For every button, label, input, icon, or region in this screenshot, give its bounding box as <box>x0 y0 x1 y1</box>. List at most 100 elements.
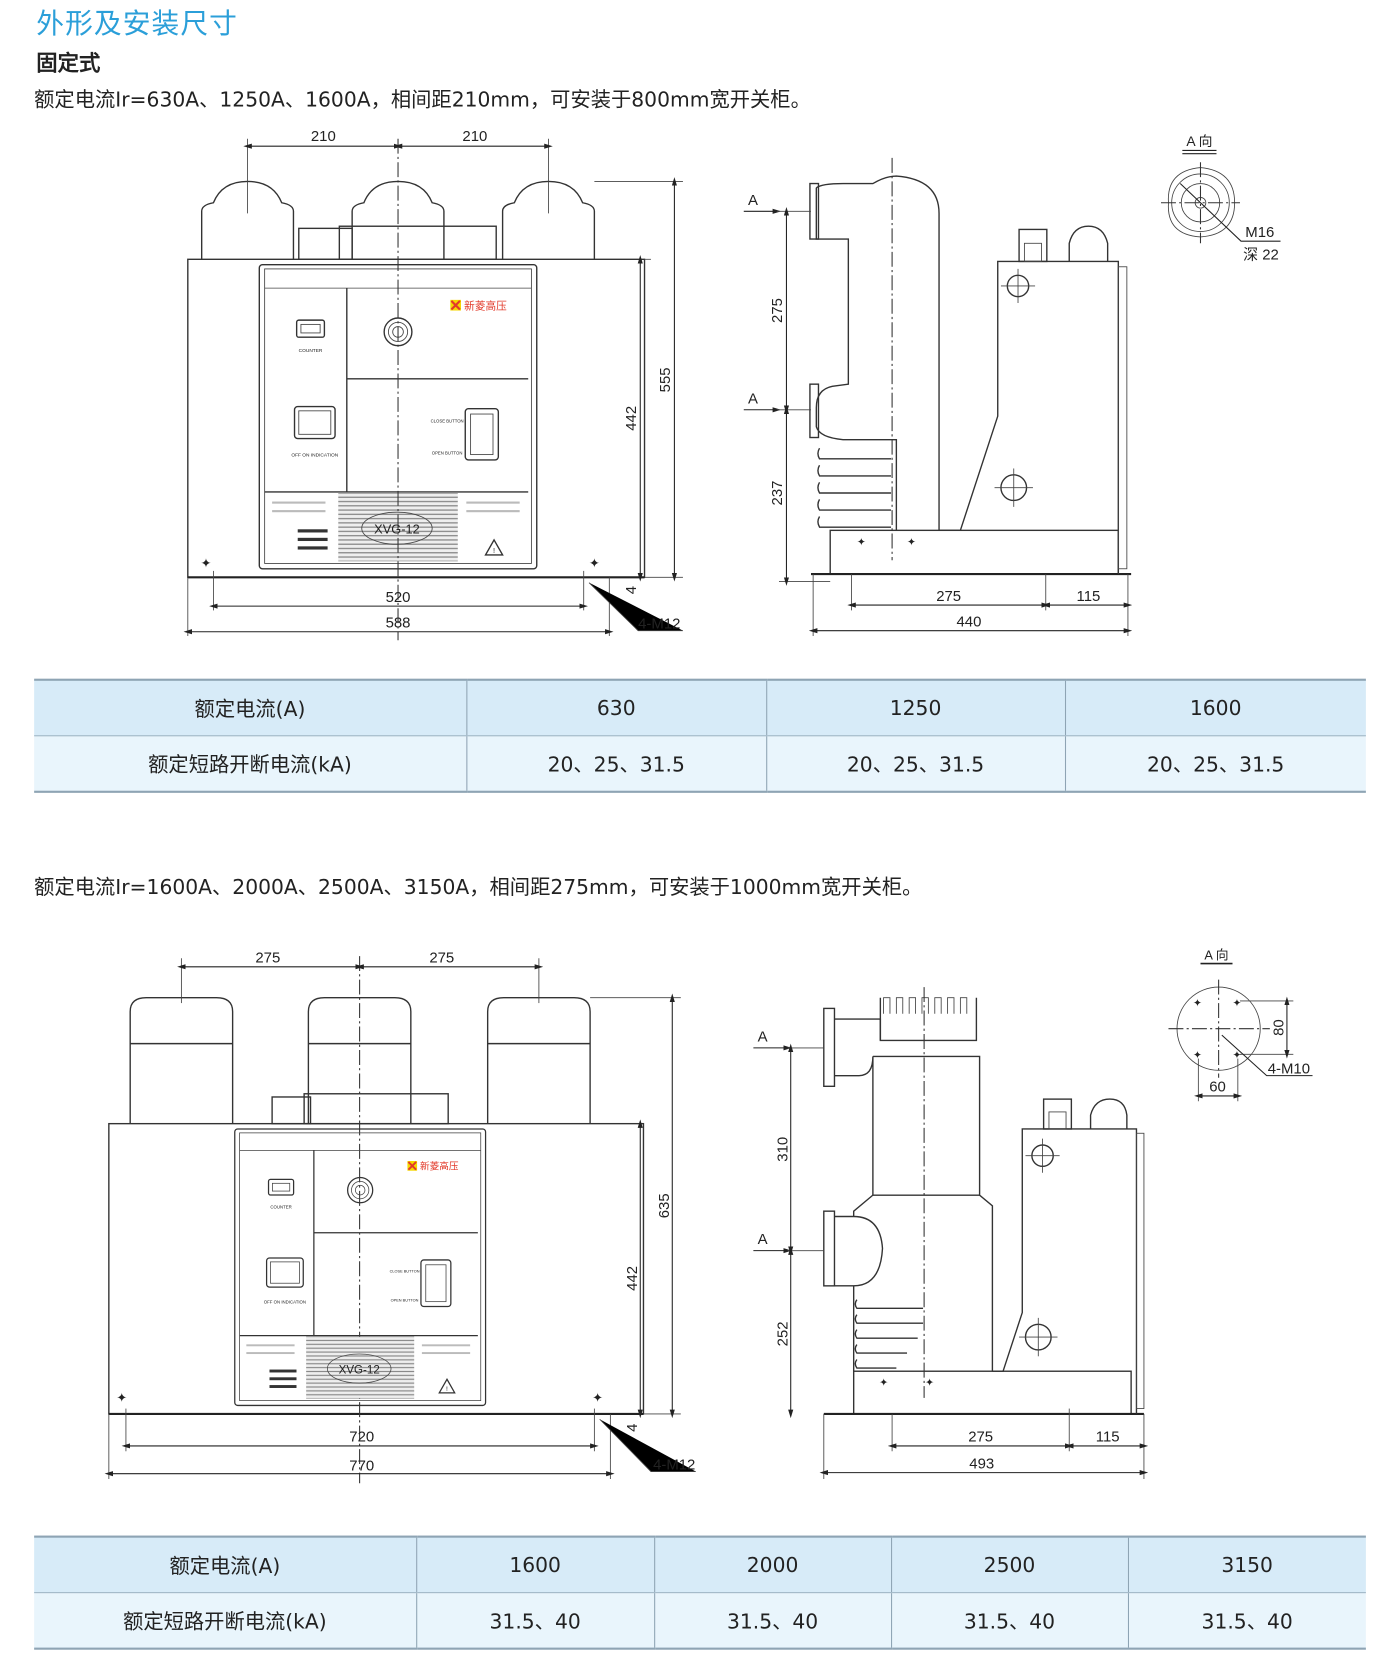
table-cell: 20、25、31.5 <box>465 735 767 793</box>
table-cell: 31.5、40 <box>890 1592 1128 1650</box>
svg-text:✦: ✦ <box>201 556 212 571</box>
svg-text:✦: ✦ <box>1233 997 1242 1009</box>
open-button-label: OPEN BUTTON <box>432 451 463 456</box>
svg-text:✦: ✦ <box>1193 1050 1202 1062</box>
spec-table-1: 额定电流(A) 630 1250 1600 额定短路开断电流(kA) 20、25… <box>34 678 1366 793</box>
row-label: 额定短路开断电流(kA) <box>34 1592 417 1650</box>
open-button-label: OPEN BUTTON <box>391 1299 419 1303</box>
table-cell: 630 <box>465 678 767 737</box>
dim-phase-1: 210 <box>311 128 336 145</box>
table-cell: 31.5、40 <box>653 1592 892 1650</box>
view-a-1: A 向 M16 深 22 <box>1161 133 1281 263</box>
dim-mount-width: 520 <box>386 589 411 606</box>
nameplate-dots <box>272 501 328 550</box>
dim-depth-2: 115 <box>1096 1429 1120 1446</box>
row-label: 额定电流(A) <box>34 678 467 737</box>
svg-text:✦: ✦ <box>925 1377 934 1389</box>
model-label: XVG-12 <box>339 1363 380 1376</box>
coil <box>854 1299 924 1369</box>
table-cell: 2500 <box>890 1535 1128 1594</box>
crosshair-icon <box>1019 1317 1058 1357</box>
table-row: 额定电流(A) 630 1250 1600 <box>34 678 1366 737</box>
brand-name: 新菱高压 <box>420 1161 459 1173</box>
table-cell: 31.5、40 <box>415 1592 655 1650</box>
front-view-2: ✦✦ 275 275 442 635 4 720 770 4-M12 <box>104 950 696 1484</box>
svg-text:✦: ✦ <box>592 1390 603 1405</box>
dim-upper: 275 <box>769 298 786 323</box>
view-a-2: A 向 ✦✦ ✦✦ 80 60 4-M10 <box>1168 947 1313 1102</box>
close-open-button <box>464 408 500 461</box>
dim-phase-2: 275 <box>429 950 454 967</box>
arrow-a-top: A <box>758 1028 768 1045</box>
svg-text:✦: ✦ <box>907 536 916 548</box>
dim-depth-2: 115 <box>1077 588 1101 605</box>
arrow-a-bottom: A <box>748 390 758 407</box>
heat-sink <box>338 225 497 260</box>
coil <box>817 447 892 528</box>
counter-window <box>295 319 326 338</box>
svg-text:!: ! <box>493 546 495 555</box>
view-a-label: A 向 <box>1186 133 1212 149</box>
table-cell: 31.5、40 <box>1127 1592 1366 1650</box>
svg-text:✦: ✦ <box>879 1377 888 1389</box>
indicator-label: OFF ON INDICATION <box>264 1300 306 1305</box>
crosshair-icon <box>994 468 1033 507</box>
section2-description: 额定电流Ir=1600A、2000A、2500A、3150A，相间距275mm，… <box>34 876 923 900</box>
spec-table-2: 额定电流(A) 1600 2000 2500 3150 额定短路开断电流(kA)… <box>34 1535 1366 1650</box>
subtitle: 固定式 <box>36 50 101 76</box>
svg-text:✦: ✦ <box>116 1390 127 1405</box>
close-button-label: CLOSE BUTTON <box>390 1270 420 1274</box>
indicator-window <box>265 1257 304 1288</box>
depth-label: 深 22 <box>1243 246 1279 263</box>
control-panel: COUNTER OFF ON INDICATION 新菱高压 CLOSE BUT… <box>234 1128 487 1407</box>
warning-icon <box>484 538 504 556</box>
dim-height-total: 635 <box>656 1193 673 1218</box>
brand-logo-icon <box>450 299 461 311</box>
section-title: 外形及安装尺寸 <box>36 8 238 41</box>
table-cell: 1600 <box>415 1535 655 1594</box>
table-cell: 2000 <box>653 1535 892 1594</box>
nameplate-dots <box>246 1344 297 1388</box>
row-label: 额定电流(A) <box>34 1535 417 1594</box>
hole-label: 4-M12 <box>638 616 680 633</box>
dim-phase-2: 210 <box>462 128 487 145</box>
heat-sink <box>303 1093 449 1125</box>
view-a-label: A 向 <box>1204 947 1228 962</box>
indicator-window <box>293 405 336 440</box>
dim-small: 4 <box>624 1424 641 1432</box>
dim-height-body: 442 <box>624 1266 641 1291</box>
dim-small: 4 <box>623 586 640 594</box>
arrow-a-top: A <box>748 192 758 209</box>
thread-label: M16 <box>1245 224 1274 241</box>
dim-mount-width: 720 <box>349 1429 374 1446</box>
dim-depth-total: 440 <box>956 613 981 630</box>
table-row: 额定短路开断电流(kA) 31.5、40 31.5、40 31.5、40 31.… <box>34 1592 1366 1650</box>
table-cell: 20、25、31.5 <box>1064 735 1366 793</box>
crosshair-icon <box>1000 268 1036 304</box>
dim-lower: 252 <box>775 1321 792 1346</box>
dim-depth-1: 275 <box>968 1429 993 1446</box>
dim-height-body: 442 <box>623 406 640 431</box>
section1-description: 额定电流Ir=630A、1250A、1600A，相间距210mm，可安装于800… <box>34 88 811 113</box>
side-view-2: ✦✦ A A 310 252 275 115 493 <box>753 987 1149 1480</box>
dim-total-width: 770 <box>349 1457 374 1474</box>
brand-name: 新菱高压 <box>464 299 507 312</box>
side-view-1: ✦✦ A A 275 237 275 115 440 <box>743 157 1133 636</box>
counter-label: COUNTER <box>299 348 323 354</box>
table-cell: 1250 <box>765 678 1065 737</box>
dim-phase-1: 275 <box>255 950 280 967</box>
front-view-1: ✦✦ 210 210 442 555 4 520 588 4-M12 <box>183 128 683 641</box>
dim-depth-total: 493 <box>969 1455 994 1472</box>
hole-label: 4-M10 <box>1268 1061 1310 1078</box>
manual-knob <box>347 1176 374 1204</box>
close-open-button <box>420 1259 452 1308</box>
brand-logo-icon <box>407 1161 418 1171</box>
dim-v: 80 <box>1271 1019 1288 1036</box>
counter-window <box>267 1178 295 1196</box>
dim-depth-1: 275 <box>936 588 961 605</box>
table-cell: 20、25、31.5 <box>765 735 1065 793</box>
dim-lower: 237 <box>769 481 786 506</box>
table-row: 额定短路开断电流(kA) 20、25、31.5 20、25、31.5 20、25… <box>34 735 1366 793</box>
